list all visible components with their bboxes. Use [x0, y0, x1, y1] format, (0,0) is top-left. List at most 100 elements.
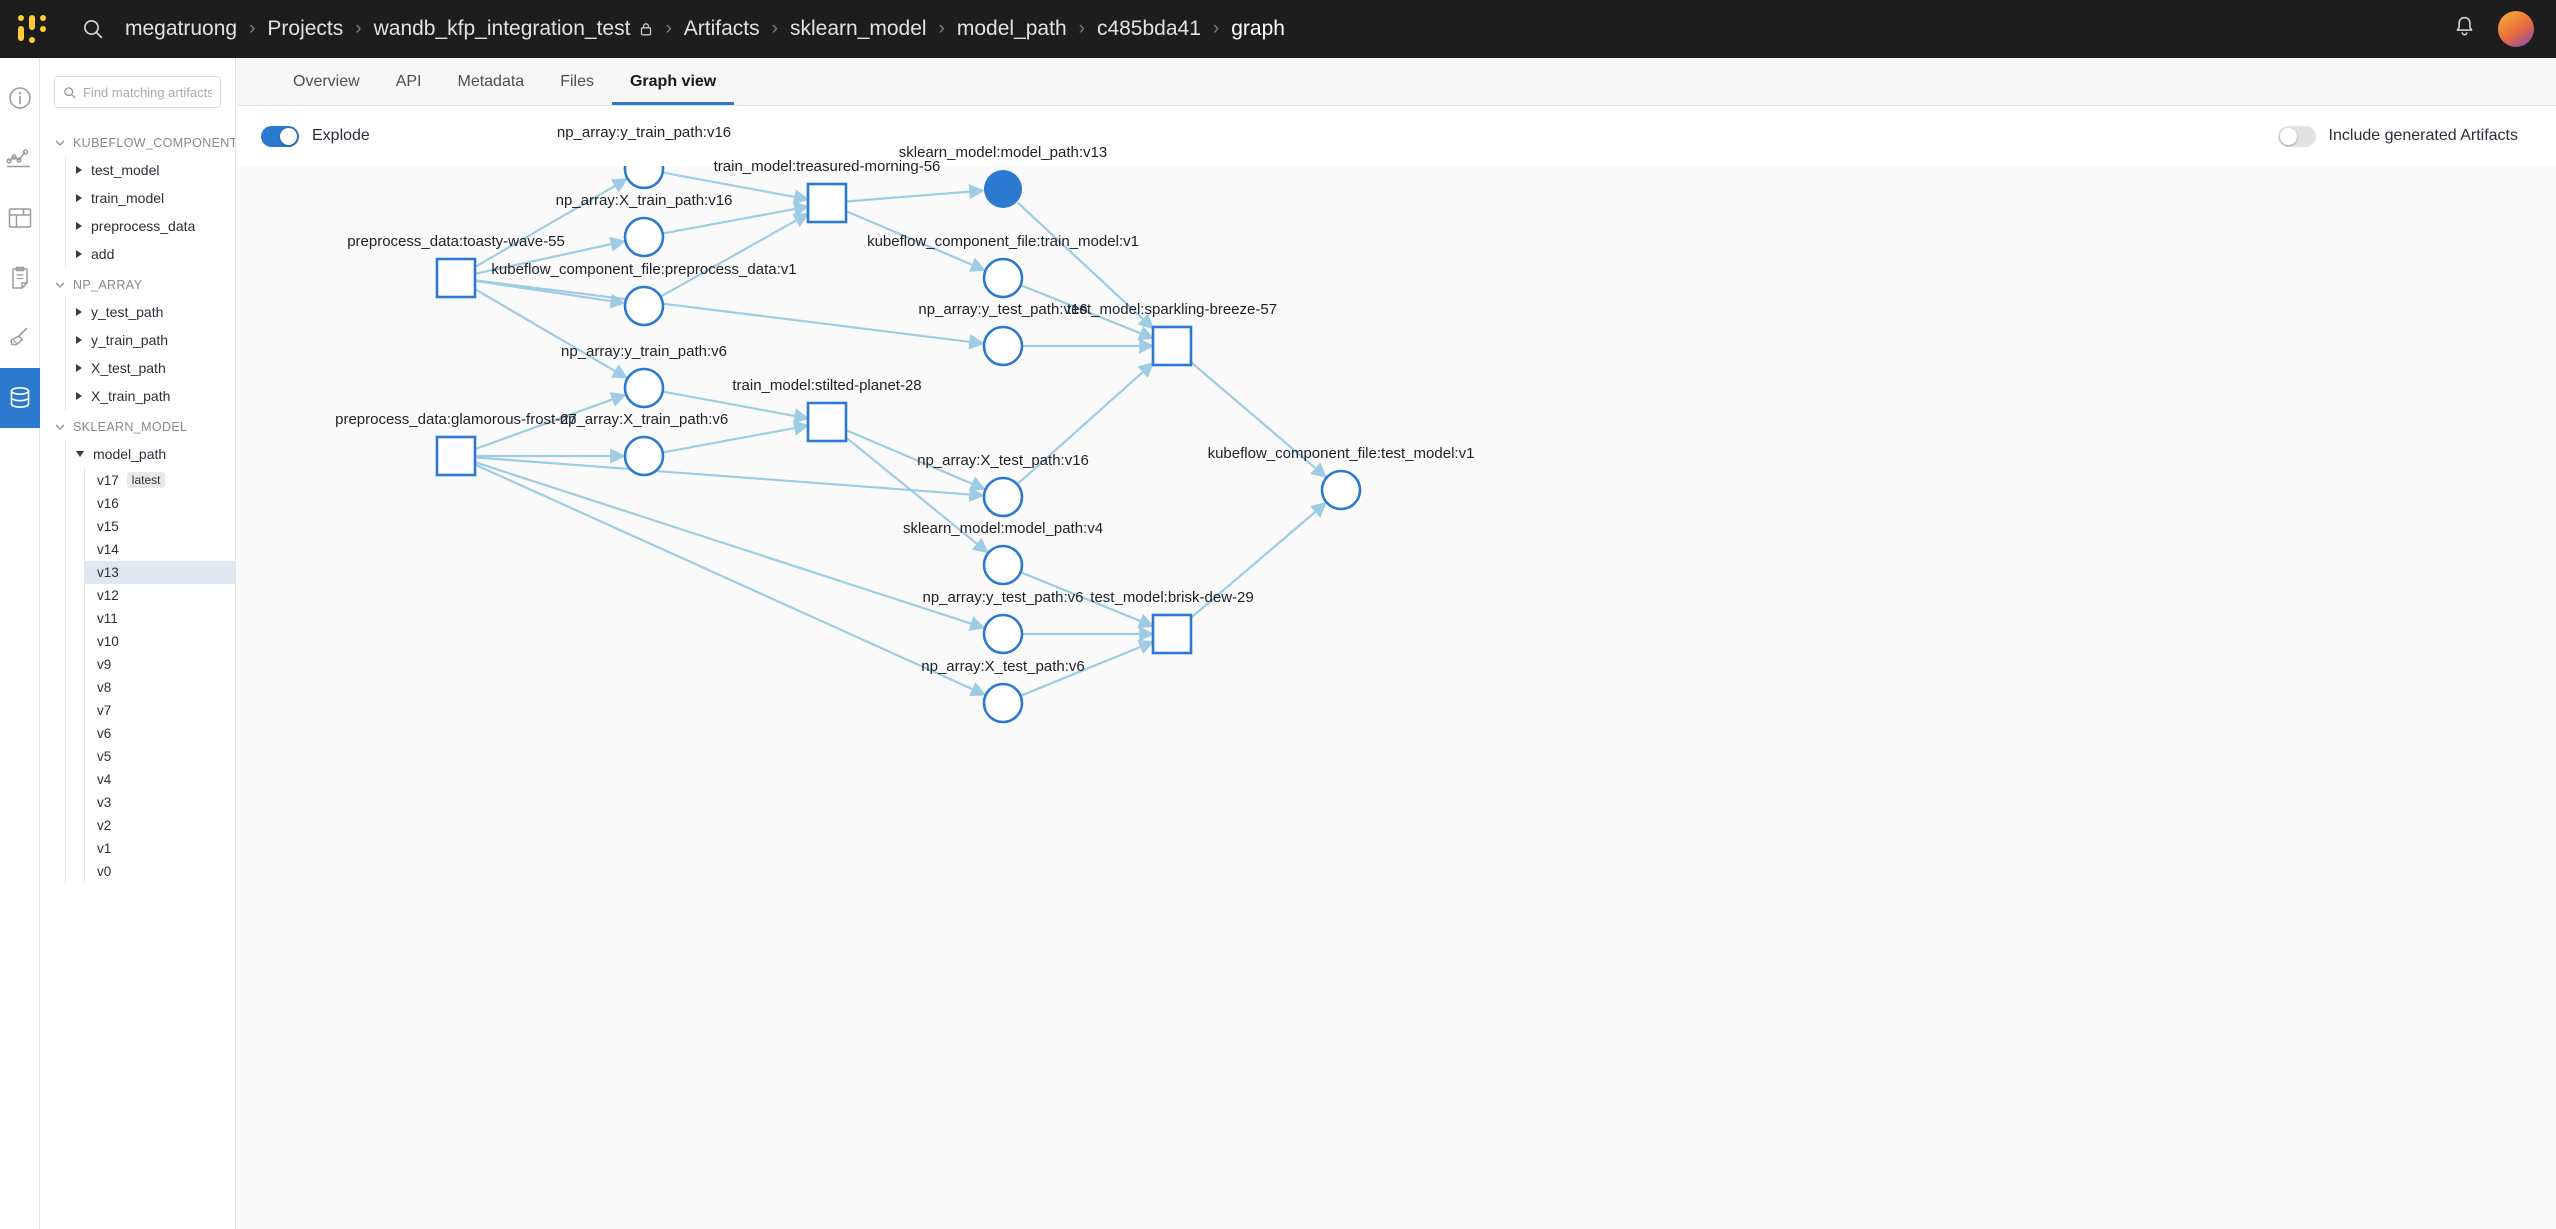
- tree-group-header-sklearn-model[interactable]: SKLEARN_MODEL: [40, 414, 235, 440]
- wandb-dots-logo[interactable]: [0, 0, 64, 58]
- tree-item-y-train-path[interactable]: y_train_path: [66, 326, 235, 354]
- version-label: v12: [97, 588, 119, 603]
- version-item-v1[interactable]: v1: [85, 837, 235, 860]
- graph-node-circle[interactable]: [623, 166, 665, 190]
- graph-node-square[interactable]: [435, 257, 477, 299]
- graph-node-circle[interactable]: [623, 367, 665, 409]
- caret-right-icon[interactable]: [76, 336, 82, 344]
- caret-right-icon[interactable]: [76, 166, 82, 174]
- tree-item-x-test-path[interactable]: X_test_path: [66, 354, 235, 382]
- version-item-v16[interactable]: v16: [85, 492, 235, 515]
- breadcrumb-item-graph[interactable]: graph: [1231, 17, 1285, 40]
- tab-graph-view[interactable]: Graph view: [611, 74, 735, 105]
- tree-item-test-model[interactable]: test_model: [66, 156, 235, 184]
- tree-item-label: preprocess_data: [91, 218, 196, 234]
- version-item-v2[interactable]: v2: [85, 814, 235, 837]
- artifact-search-box[interactable]: [54, 76, 221, 108]
- breadcrumb-item-artifacts[interactable]: Artifacts: [683, 17, 760, 40]
- version-item-v7[interactable]: v7: [85, 699, 235, 722]
- tree-item-add[interactable]: add: [66, 240, 235, 268]
- graph-node-circle[interactable]: [1320, 469, 1362, 511]
- graph-node-circle[interactable]: [984, 170, 1022, 208]
- graph-node-circle[interactable]: [982, 257, 1024, 299]
- caret-down-icon[interactable]: [76, 451, 84, 457]
- version-item-v13[interactable]: v13: [85, 561, 235, 584]
- version-item-v0[interactable]: v0: [85, 860, 235, 883]
- tab-files[interactable]: Files: [560, 73, 594, 90]
- tree-item-train-model[interactable]: train_model: [66, 184, 235, 212]
- graph-node-circle[interactable]: [982, 544, 1024, 586]
- graph-node-square[interactable]: [435, 435, 477, 477]
- graph-node-square[interactable]: [1151, 613, 1193, 655]
- graph-node-circle[interactable]: [982, 325, 1024, 367]
- search-icon[interactable]: [64, 0, 122, 58]
- caret-right-icon[interactable]: [76, 308, 82, 316]
- caret-right-icon[interactable]: [76, 194, 82, 202]
- search-input[interactable]: [82, 84, 212, 100]
- version-item-v14[interactable]: v14: [85, 538, 235, 561]
- graph-node-circle[interactable]: [623, 216, 665, 258]
- graph-node-square[interactable]: [806, 182, 848, 224]
- version-item-v5[interactable]: v5: [85, 745, 235, 768]
- version-item-v15[interactable]: v15: [85, 515, 235, 538]
- caret-right-icon[interactable]: [76, 392, 82, 400]
- graph-node-circle[interactable]: [623, 435, 665, 477]
- graph-edge: [845, 184, 985, 203]
- artifacts-database-icon[interactable]: [0, 368, 40, 428]
- breadcrumb-item-wandb-kfp-integration-test[interactable]: wandb_kfp_integration_test: [371, 17, 657, 41]
- version-item-v3[interactable]: v3: [85, 791, 235, 814]
- graph-node-circle[interactable]: [623, 285, 665, 327]
- graph-node-circle[interactable]: [982, 476, 1024, 518]
- graph-node-circle[interactable]: [982, 613, 1024, 655]
- overview-info-icon[interactable]: [0, 68, 40, 128]
- sweeps-broom-icon[interactable]: [0, 308, 40, 368]
- graph-node-square[interactable]: [1151, 325, 1193, 367]
- version-item-v10[interactable]: v10: [85, 630, 235, 653]
- graph-edge: [663, 201, 810, 235]
- version-item-v8[interactable]: v8: [85, 676, 235, 699]
- graph-node-circle[interactable]: [982, 682, 1024, 724]
- explode-switch[interactable]: [261, 125, 299, 147]
- switch-knob: [2279, 127, 2297, 145]
- breadcrumb-item-c485bda41[interactable]: c485bda41: [1096, 17, 1201, 40]
- breadcrumb: megatruong›Projects›wandb_kfp_integratio…: [122, 17, 1288, 41]
- table-icon[interactable]: [0, 188, 40, 248]
- icon-rail: [0, 58, 40, 1229]
- tab-overview[interactable]: Overview: [293, 73, 360, 90]
- include-generated-artifacts-toggle[interactable]: Include generated Artifacts: [2277, 125, 2518, 147]
- version-item-v4[interactable]: v4: [85, 768, 235, 791]
- tree-item-x-train-path[interactable]: X_train_path: [66, 382, 235, 410]
- avatar[interactable]: [2498, 11, 2534, 47]
- version-label: v9: [97, 657, 112, 672]
- version-item-v6[interactable]: v6: [85, 722, 235, 745]
- tab-api[interactable]: API: [395, 73, 422, 90]
- tree-item-model-path[interactable]: model_path: [66, 440, 235, 468]
- tab-bar: Overview API Metadata Files Graph view: [237, 58, 2556, 106]
- graph-node-square[interactable]: [806, 401, 848, 443]
- caret-right-icon[interactable]: [76, 364, 82, 372]
- version-item-v11[interactable]: v11: [85, 607, 235, 630]
- reports-clipboard-icon[interactable]: [0, 248, 40, 308]
- logo-dot: [18, 15, 24, 21]
- tree-item-y-test-path[interactable]: y_test_path: [66, 298, 235, 326]
- tree-item-preprocess-data[interactable]: preprocess_data: [66, 212, 235, 240]
- caret-right-icon[interactable]: [76, 250, 82, 258]
- version-item-v9[interactable]: v9: [85, 653, 235, 676]
- version-item-v12[interactable]: v12: [85, 584, 235, 607]
- breadcrumb-item-sklearn-model[interactable]: sklearn_model: [789, 17, 927, 40]
- tree-group-header-kubeflow-component-[interactable]: KUBEFLOW_COMPONENT...: [40, 130, 235, 156]
- tree-group-header-np-array[interactable]: NP_ARRAY: [40, 272, 235, 298]
- include-generated-switch[interactable]: [2277, 125, 2316, 147]
- breadcrumb-item-model-path[interactable]: model_path: [956, 17, 1067, 40]
- caret-right-icon[interactable]: [76, 222, 82, 230]
- breadcrumb-item-projects[interactable]: Projects: [267, 17, 344, 40]
- breadcrumb-item-megatruong[interactable]: megatruong: [125, 17, 238, 40]
- tab-metadata[interactable]: Metadata: [457, 73, 525, 90]
- workspace-chart-icon[interactable]: [0, 128, 40, 188]
- explode-toggle[interactable]: Explode: [261, 125, 370, 147]
- notification-bell-icon[interactable]: [2453, 15, 2476, 44]
